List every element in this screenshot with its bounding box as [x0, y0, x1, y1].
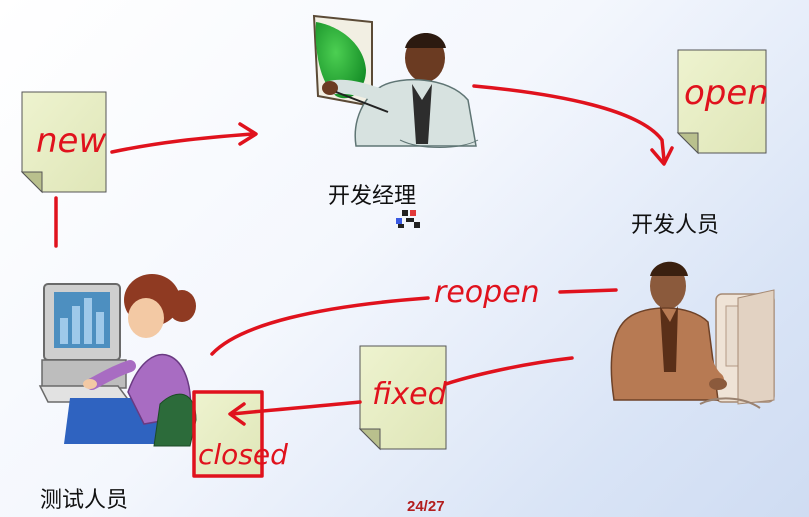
arrow-new-to-manager [110, 132, 254, 154]
label-dev-manager: 开发经理 [328, 184, 417, 209]
state-open: open [684, 73, 769, 113]
arrowhead-new-to-manager [238, 122, 258, 146]
note-open [676, 49, 767, 155]
developer-figure [610, 261, 775, 409]
arrow-tester-reopen [210, 288, 618, 356]
label-tester: 测试人员 [40, 488, 129, 513]
arrow-fixed-to-closed [230, 400, 362, 416]
arrow-manager-to-developer [472, 84, 666, 162]
tester-figure [38, 274, 197, 447]
dev-manager-figure [312, 14, 479, 148]
arrowhead-manager-to-developer [650, 146, 674, 166]
state-reopen: reopen [434, 275, 540, 310]
cursor-icon [396, 210, 420, 228]
arrowhead-fixed-to-closed [228, 402, 246, 426]
state-new: new [36, 121, 106, 161]
closed-box [192, 390, 264, 478]
label-developer: 开发人员 [631, 213, 720, 238]
page-number: 24/27 [407, 498, 445, 515]
note-new [20, 91, 107, 194]
state-closed: closed [198, 438, 288, 471]
note-fixed [358, 345, 447, 451]
state-fixed: fixed [372, 377, 448, 412]
arrow-developer-fixed [444, 356, 574, 386]
